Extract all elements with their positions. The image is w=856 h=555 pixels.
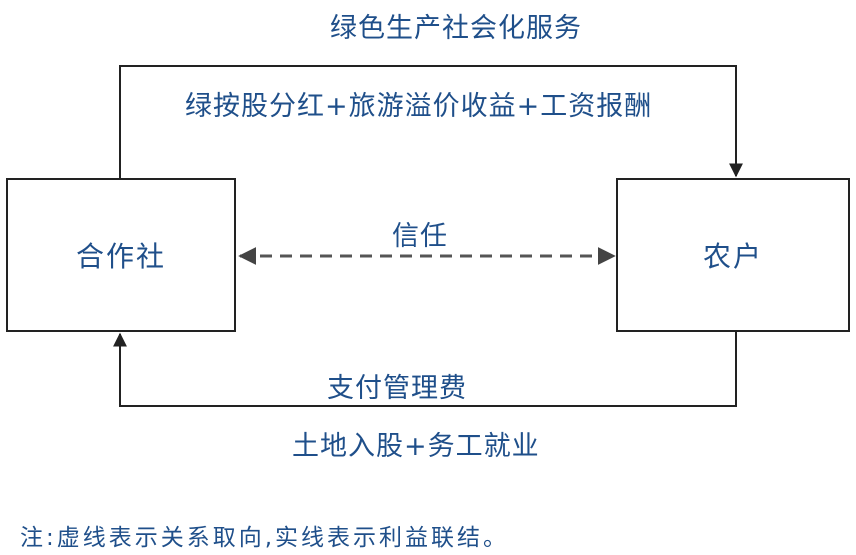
top-flow-line [119,65,743,178]
farmer-box: 农户 [616,178,850,332]
trust-label: 信任 [392,221,448,252]
service-label: 绿色生产社会化服务 [330,13,582,44]
cooperative-label: 合作社 [75,240,166,273]
bottom-flow-line [113,332,737,407]
footnote: 注:虚线表示关系取向,实线表示利益联结。 [20,525,510,551]
management-fee-label: 支付管理费 [327,373,467,404]
benefits-label: 绿按股分红+旅游溢价收益+工资报酬 [185,91,653,122]
farmer-label: 农户 [702,240,763,273]
land-labor-label: 土地入股+务工就业 [292,431,540,462]
cooperative-box: 合作社 [6,178,236,332]
